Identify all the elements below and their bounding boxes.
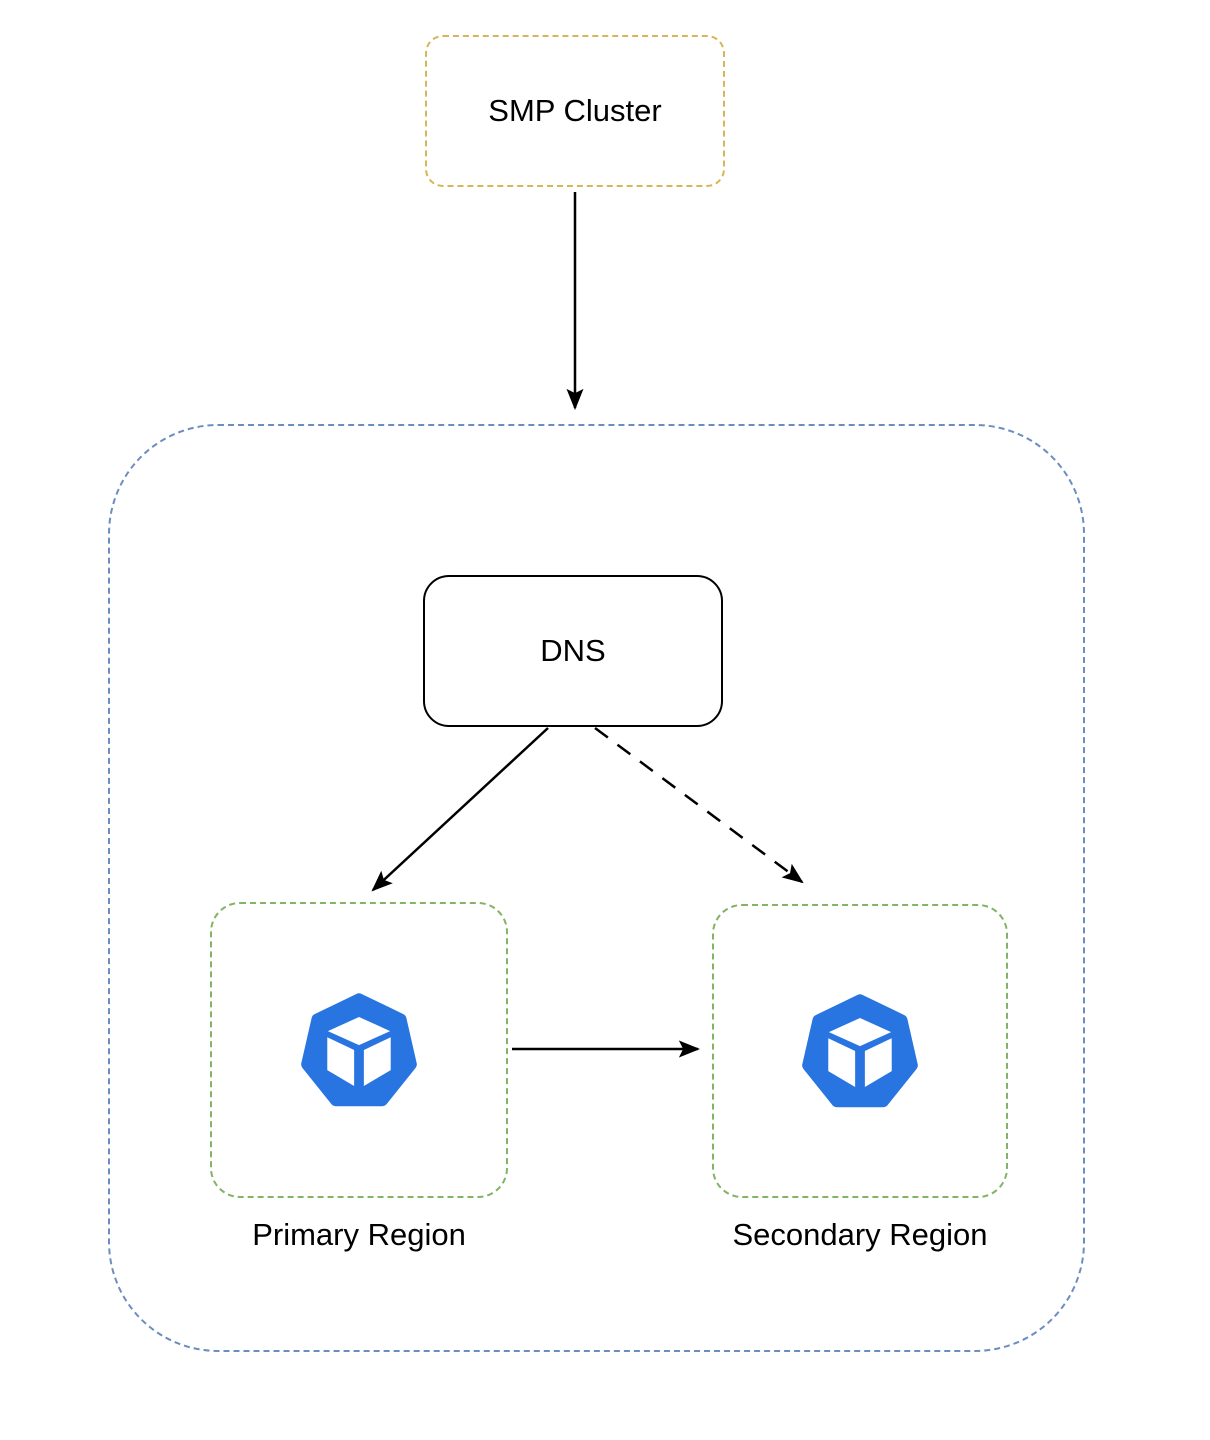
cube-heptagon-icon	[301, 993, 417, 1107]
smp-cluster-label: SMP Cluster	[488, 93, 662, 128]
region-container	[108, 424, 1085, 1352]
secondary-region-label: Secondary Region	[732, 1217, 988, 1252]
dns-label: DNS	[540, 633, 606, 668]
secondary-region-box	[712, 904, 1008, 1198]
cube-heptagon-icon	[802, 994, 918, 1108]
primary-region-label: Primary Region	[252, 1217, 466, 1252]
dns-node: DNS	[423, 575, 723, 727]
smp-cluster-node: SMP Cluster	[425, 35, 725, 187]
primary-region-box	[210, 902, 508, 1198]
